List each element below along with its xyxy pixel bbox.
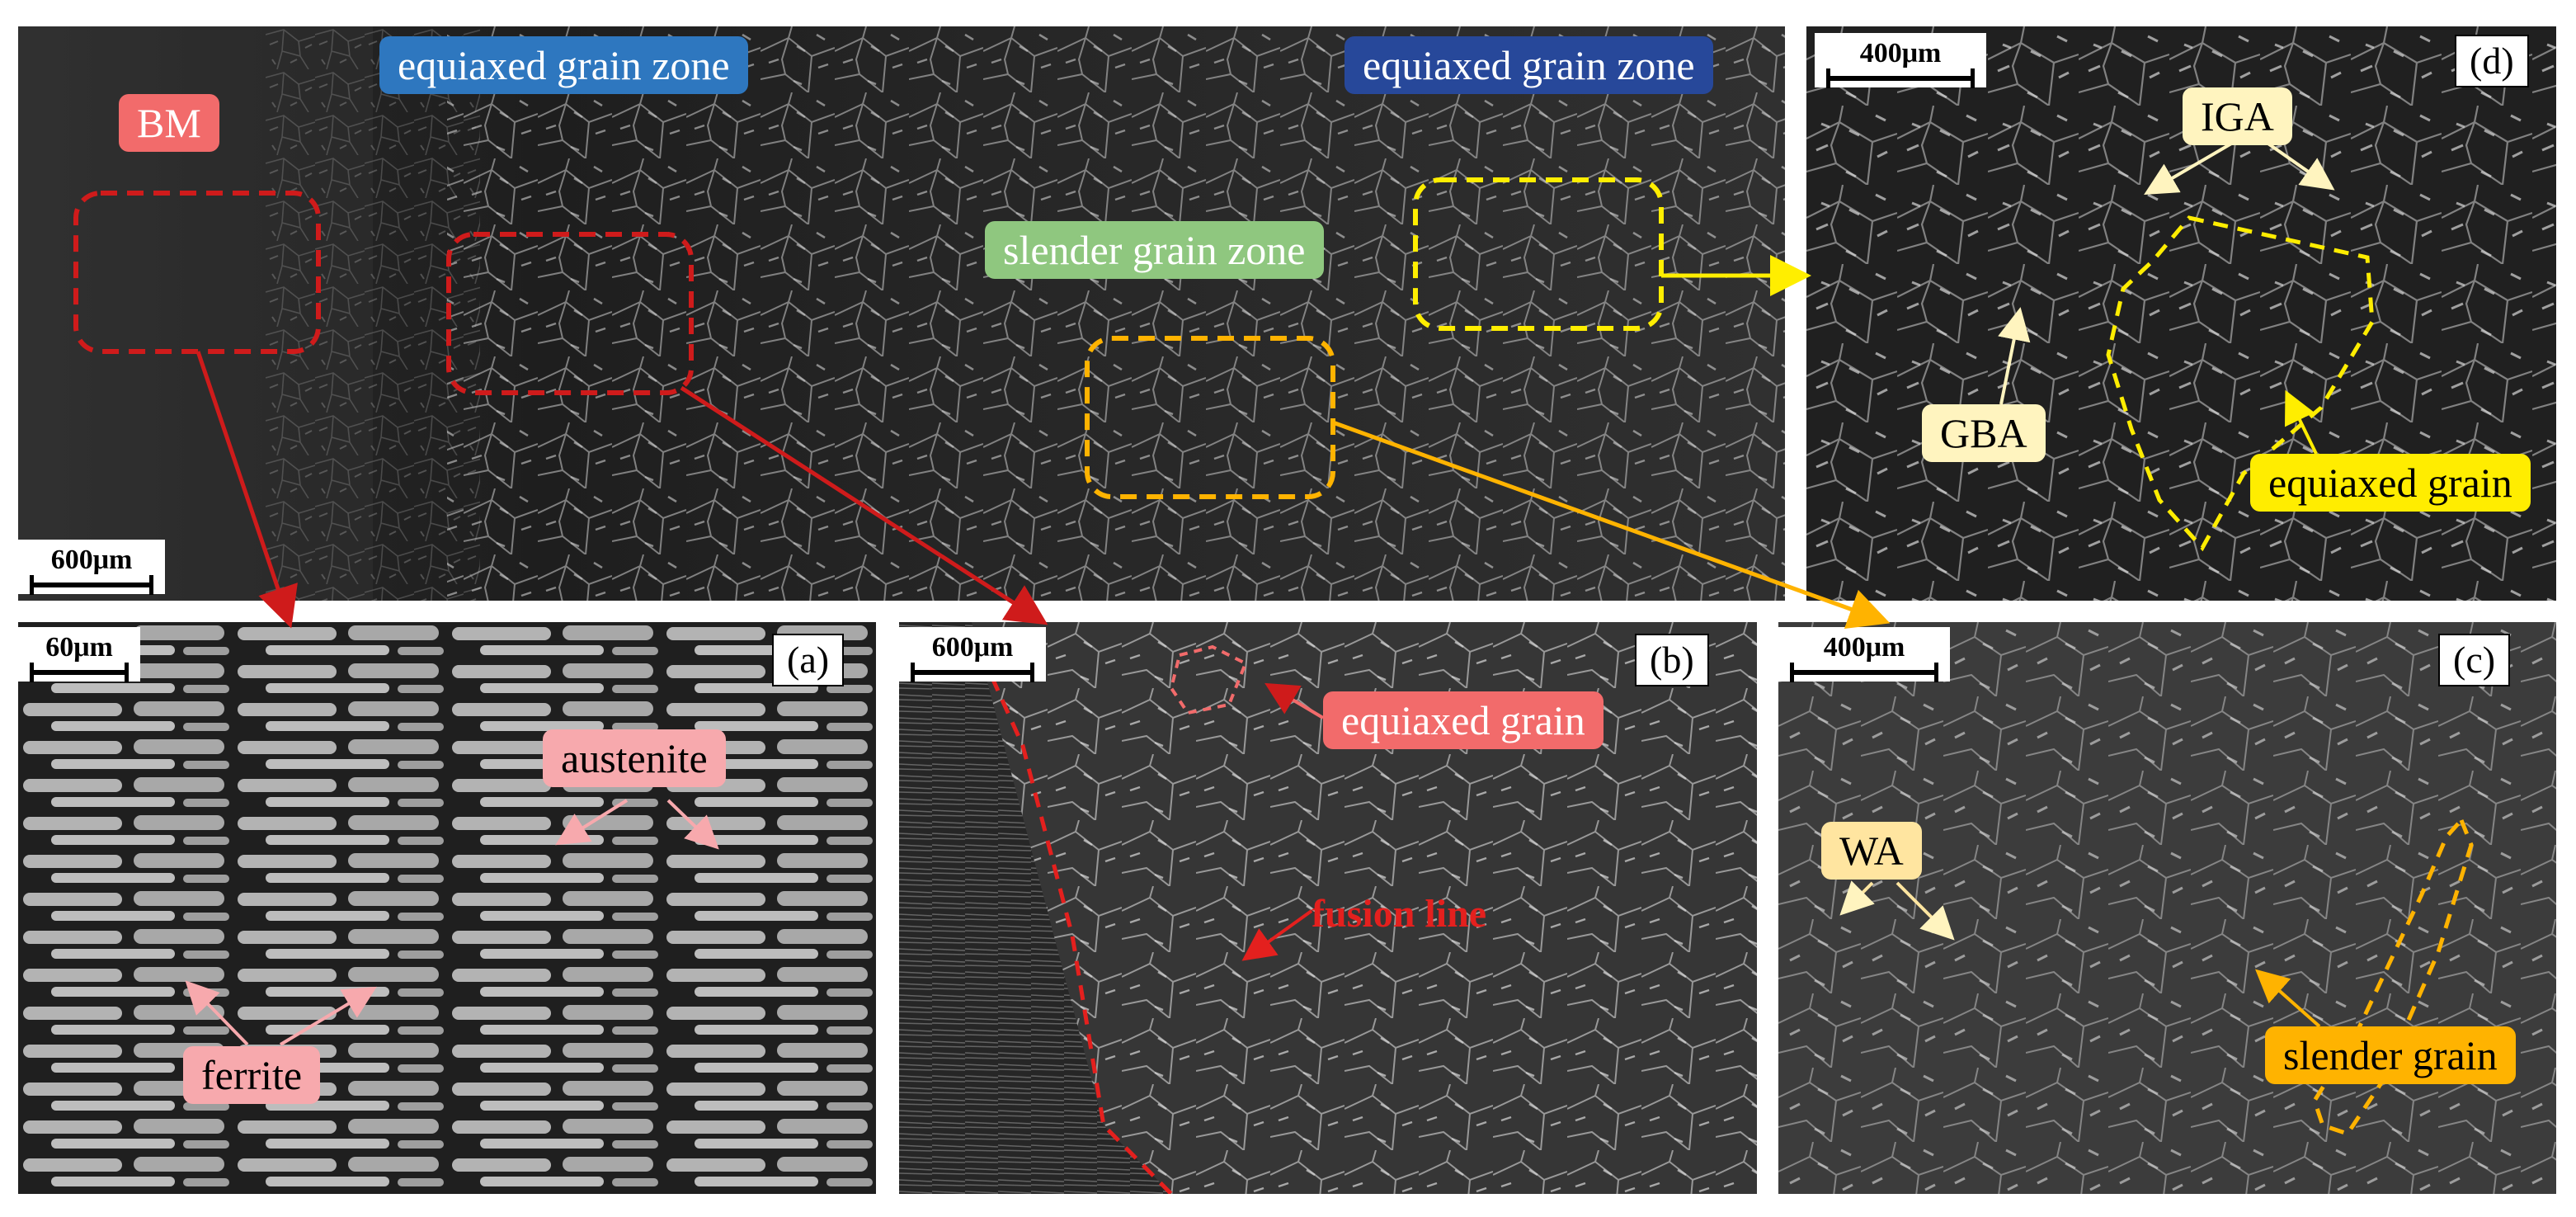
panel-a-letter: (a) xyxy=(772,634,845,686)
gba-label: GBA xyxy=(1922,404,2046,462)
panel-d: 400μm (d) IGA GBA equiaxed grain xyxy=(1806,26,2556,601)
equiaxed-grain-outline-b xyxy=(1169,644,1248,715)
fusion-line-path xyxy=(969,630,1173,1194)
panel-a-scale-bar: 60μm xyxy=(18,627,140,682)
panel-a: 60μm (a) austenite ferrite xyxy=(18,622,876,1194)
equiaxed-grain-label-b: equiaxed grain xyxy=(1323,691,1604,749)
equiaxed-grain-zone-right-label: equiaxed grain zone xyxy=(1345,36,1713,94)
panel-b-scale-bar: 600μm xyxy=(899,627,1046,682)
panel-b-scale-bar-line xyxy=(911,663,1034,682)
slender-grain-zone-label: slender grain zone xyxy=(985,221,1324,279)
slender-grain-label: slender grain xyxy=(2265,1026,2516,1084)
wa-label: WA xyxy=(1821,822,1922,880)
panel-c-scale-bar: 400μm xyxy=(1778,627,1950,682)
top-micrograph-panel: BM equiaxed grain zone equiaxed grain zo… xyxy=(18,26,1785,601)
panel-d-scale-bar-line xyxy=(1826,68,1975,88)
panel-a-scale-bar-line xyxy=(30,663,129,682)
bm-label: BM xyxy=(119,94,219,152)
fusion-line-label: fusion line xyxy=(1312,892,1487,936)
equiaxed-grain-zone-left-label: equiaxed grain zone xyxy=(379,36,748,94)
equiaxed-grain-label-d: equiaxed grain xyxy=(2250,454,2531,512)
top-scale-bar-line xyxy=(30,575,153,595)
panel-c-scale-bar-line xyxy=(1790,663,1938,682)
top-micrograph-image xyxy=(18,26,1785,601)
panel-c-image xyxy=(1778,622,2556,1194)
panel-d-scale-bar-text: 400μm xyxy=(1859,38,1942,68)
panel-b-scale-bar-text: 600μm xyxy=(931,632,1014,663)
panel-c: 400μm (c) WA slender grain xyxy=(1778,622,2556,1194)
panel-d-letter: (d) xyxy=(2455,35,2529,87)
ferrite-label: ferrite xyxy=(183,1046,321,1104)
slender-grain-outline xyxy=(2312,816,2474,1136)
panel-d-image xyxy=(1806,26,2556,601)
panel-c-scale-bar-text: 400μm xyxy=(1823,632,1905,663)
top-scale-bar: 600μm xyxy=(18,540,165,595)
panel-a-scale-bar-text: 60μm xyxy=(45,632,113,663)
panel-b: 600μm (b) equiaxed grain fusion line xyxy=(899,622,1757,1194)
iga-label: IGA xyxy=(2183,87,2292,145)
panel-b-letter: (b) xyxy=(1635,634,1709,686)
austenite-label: austenite xyxy=(543,729,726,787)
top-scale-bar-text: 600μm xyxy=(50,545,133,575)
panel-c-letter: (c) xyxy=(2438,634,2511,686)
panel-d-scale-bar: 400μm xyxy=(1815,33,1986,88)
panel-a-image xyxy=(18,622,876,1194)
